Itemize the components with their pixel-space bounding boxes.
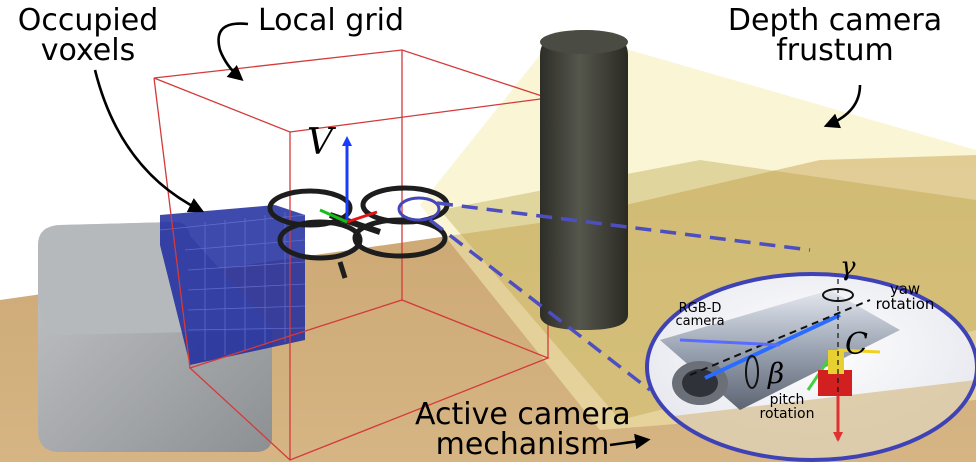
active-camera-mechanism-label: Active camera mechanism bbox=[415, 397, 631, 462]
occupied-voxels-label: Occupied voxels bbox=[0, 6, 176, 66]
yaw-rotation-label: yaw rotation bbox=[860, 282, 950, 312]
local-grid-label: Local grid bbox=[258, 3, 405, 38]
depth-camera-frustum-label-line2: frustum bbox=[776, 33, 894, 68]
drone-axes bbox=[319, 136, 378, 224]
yaw-rotation-label-line1: yaw bbox=[889, 280, 921, 298]
active-camera-mechanism-label-line1: Active camera bbox=[415, 397, 631, 432]
rgbd-camera-label: RGB-D camera bbox=[660, 302, 740, 328]
gamma-symbol: γ bbox=[840, 252, 856, 282]
frustum-arrow bbox=[823, 84, 862, 129]
depth-camera-frustum-label: Depth camera frustum bbox=[705, 6, 965, 66]
rgbd-camera-label-line1: RGB-D bbox=[678, 301, 722, 316]
camera-highlight-ellipse bbox=[397, 196, 441, 222]
pitch-rotation-label-line1: pitch bbox=[769, 392, 805, 408]
active-camera-arrow bbox=[609, 433, 651, 450]
pitch-rotation-label: pitch rotation bbox=[752, 393, 822, 421]
occupied-voxels-label-line1: Occupied bbox=[17, 3, 159, 38]
occupied-voxels-arrow bbox=[93, 69, 205, 213]
pitch-rotation-label-line2: rotation bbox=[759, 406, 815, 422]
vehicle-frame-symbol: V bbox=[307, 122, 333, 163]
rgbd-camera-label-line2: camera bbox=[675, 314, 725, 329]
active-camera-inset bbox=[645, 272, 976, 462]
depth-camera-frustum-label-line1: Depth camera bbox=[727, 3, 943, 38]
drone bbox=[267, 185, 450, 279]
occupied-voxels-label-line2: voxels bbox=[40, 33, 136, 68]
cylinder-pillar bbox=[540, 30, 628, 330]
annotation-arrows bbox=[93, 22, 862, 450]
occupied-voxels bbox=[159, 205, 306, 365]
inset-connector-lines bbox=[428, 201, 811, 392]
yaw-rotation-label-line2: rotation bbox=[875, 295, 935, 313]
camera-frame-symbol: C bbox=[845, 327, 868, 362]
local-grid-arrow bbox=[217, 22, 249, 82]
active-camera-mechanism-label-line2: mechanism bbox=[435, 427, 610, 462]
beta-symbol: β bbox=[768, 357, 785, 390]
